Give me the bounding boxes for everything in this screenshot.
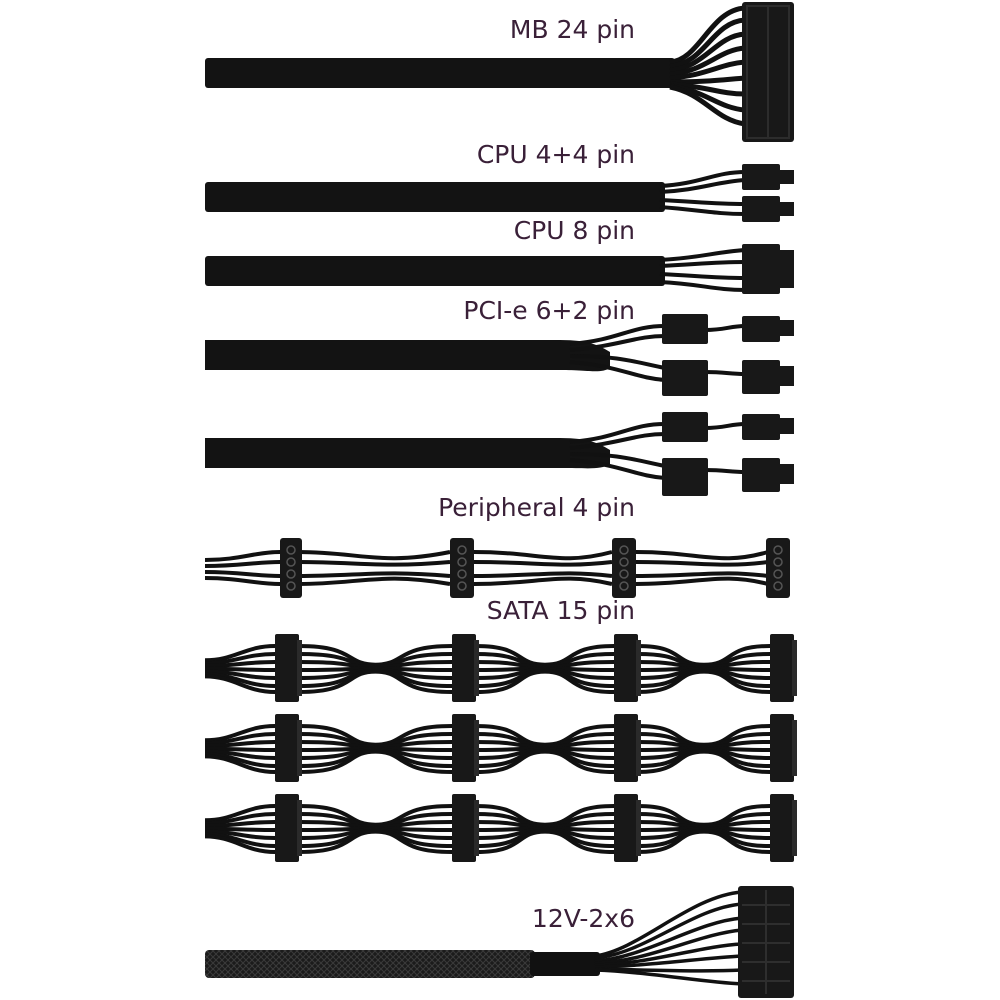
sata-connector-tab: [792, 640, 797, 696]
molex-connector-2: [450, 538, 474, 598]
sata-wire: [204, 752, 276, 768]
sata-wire: [475, 749, 615, 774]
sata-connector-tab: [297, 800, 302, 856]
sata-connector-tab: [636, 800, 641, 856]
sata-connector-2: [452, 714, 476, 782]
molex-connector-3: [612, 538, 636, 598]
sata-connector-4: [770, 634, 794, 702]
sata-wire: [204, 672, 276, 688]
sata-connector-3: [614, 794, 638, 862]
pcie-1-flat-cable: [205, 340, 610, 372]
sata-connector-tab: [474, 800, 479, 856]
sata-wire: [204, 832, 276, 848]
sata-connector-tab: [792, 800, 797, 856]
cpu-8pin-flat-cable: [205, 256, 665, 286]
sata-wire: [204, 829, 276, 840]
sata-wire: [637, 749, 771, 774]
mb-24pin-flat-cable: [205, 58, 675, 88]
label-mb-24pin: MB 24 pin: [509, 15, 635, 44]
mb-24pin-cable: [205, 2, 794, 142]
pcie-2-flat-cable: [205, 438, 610, 469]
mb-24pin-wires: [669, 5, 746, 127]
molex-connector-1: [280, 538, 302, 598]
sata-wire: [204, 754, 276, 774]
sata-connector-1: [275, 634, 299, 702]
sata-connector-tab: [474, 720, 479, 776]
label-cpu-8pin: CPU 8 pin: [513, 216, 635, 245]
sata-connector-4: [770, 794, 794, 862]
sata-cable-row-3: [204, 794, 797, 862]
sata-wire: [637, 669, 771, 694]
sata-15pin-cables: [204, 634, 797, 862]
label-pcie-6-2pin: PCI-e 6+2 pin: [463, 296, 635, 325]
sata-connector-tab: [792, 720, 797, 776]
sata-wire: [204, 749, 276, 760]
molex-connector-4: [766, 538, 790, 598]
label-peripheral-4pin: Peripheral 4 pin: [438, 493, 635, 522]
sata-connector-tab: [297, 640, 302, 696]
sata-wire: [204, 660, 276, 668]
sata-wire: [204, 820, 276, 828]
cpu-4pin-connector-bottom: [742, 196, 780, 222]
label-12v-2x6: 12V-2x6: [531, 904, 635, 933]
sata-connector-1: [275, 714, 299, 782]
sata-wire: [204, 740, 276, 748]
sata-wire: [298, 749, 453, 774]
sata-wire: [204, 674, 276, 694]
sata-wire: [204, 746, 276, 752]
sata-wire: [204, 666, 276, 672]
sata-connector-tab: [636, 640, 641, 696]
pcie-6-2pin-cable-2: [205, 412, 794, 496]
sata-connector-2: [452, 634, 476, 702]
sata-connector-tab: [474, 640, 479, 696]
sata-wire: [204, 812, 276, 826]
peripheral-4pin-cable: [204, 538, 790, 598]
sata-wire: [204, 669, 276, 680]
sata-cable-row-2: [204, 714, 797, 782]
sata-connector-3: [614, 634, 638, 702]
sata-wire: [475, 669, 615, 694]
sata-wire: [204, 652, 276, 666]
sata-connector-tab: [297, 720, 302, 776]
cpu-4pin-connector-top: [742, 164, 780, 190]
sata-wire: [204, 732, 276, 746]
label-cpu-4-4pin: CPU 4+4 pin: [476, 140, 635, 169]
12v-2x6-cable: [205, 886, 794, 998]
sata-wire: [475, 829, 615, 854]
sata-connector-4: [770, 714, 794, 782]
sata-wire: [637, 829, 771, 854]
pcie-6-2pin-cable-1: [205, 314, 794, 396]
sata-connector-2: [452, 794, 476, 862]
cpu-8pin-cable: [205, 244, 794, 294]
sata-connector-3: [614, 714, 638, 782]
cpu-4-4pin-cable: [205, 164, 794, 222]
sata-wire: [204, 834, 276, 854]
sata-wire: [204, 724, 276, 743]
cpu-4-4pin-flat-cable: [205, 182, 665, 212]
sata-wire: [298, 669, 453, 694]
sata-wire: [204, 804, 276, 823]
sata-wire: [204, 826, 276, 832]
cpu-8pin-connector: [742, 244, 780, 294]
sata-connector-1: [275, 794, 299, 862]
sata-wire: [204, 644, 276, 663]
label-sata-15pin: SATA 15 pin: [486, 596, 635, 625]
sata-cable-row-1: [204, 634, 797, 702]
sata-connector-tab: [636, 720, 641, 776]
12v-2x6-sleeve: [205, 950, 535, 978]
sata-wire: [298, 829, 453, 854]
